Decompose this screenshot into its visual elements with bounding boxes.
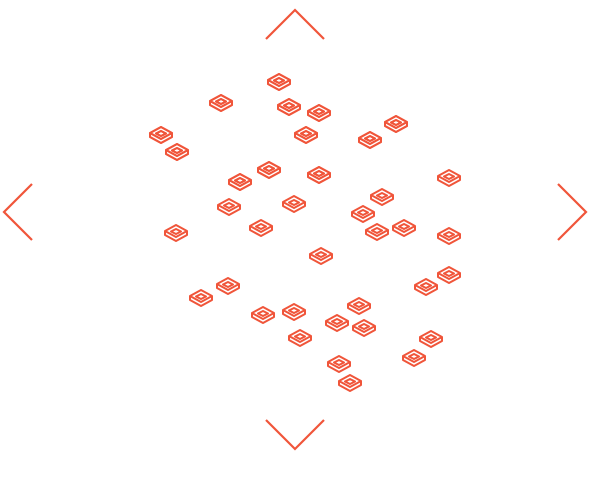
stacked-layers-icon[interactable] — [267, 73, 291, 91]
stacked-layers-icon[interactable] — [149, 126, 173, 144]
stacked-layers-icon[interactable] — [365, 223, 389, 241]
stacked-layers-icon[interactable] — [164, 224, 188, 242]
stacked-layers-icon[interactable] — [437, 266, 461, 284]
stacked-layers-icon[interactable] — [282, 195, 306, 213]
stacked-layers-icon[interactable] — [251, 306, 275, 324]
stacked-layers-icon[interactable] — [414, 278, 438, 296]
stacked-layers-icon[interactable] — [294, 126, 318, 144]
chevron-right-icon[interactable] — [550, 178, 590, 248]
stacked-layers-icon[interactable] — [325, 314, 349, 332]
stacked-layers-icon[interactable] — [437, 169, 461, 187]
stacked-layers-icon[interactable] — [217, 198, 241, 216]
stacked-layers-icon[interactable] — [327, 355, 351, 373]
chevron-up-icon[interactable] — [258, 2, 330, 46]
stacked-layers-icon[interactable] — [288, 329, 312, 347]
stacked-layers-icon[interactable] — [307, 104, 331, 122]
stacked-layers-icon[interactable] — [338, 374, 362, 392]
stacked-layers-icon[interactable] — [282, 303, 306, 321]
stacked-layers-icon[interactable] — [347, 297, 371, 315]
stacked-layers-icon[interactable] — [257, 161, 281, 179]
stacked-layers-icon[interactable] — [307, 166, 331, 184]
stacked-layers-icon[interactable] — [209, 94, 233, 112]
stacked-layers-icon[interactable] — [189, 289, 213, 307]
tile-field — [149, 73, 461, 392]
stacked-layers-icon[interactable] — [384, 115, 408, 133]
stacked-layers-icon[interactable] — [228, 173, 252, 191]
stacked-layers-icon[interactable] — [351, 205, 375, 223]
stacked-layers-icon[interactable] — [277, 98, 301, 116]
stacked-layers-icon[interactable] — [249, 219, 273, 237]
stacked-layers-icon[interactable] — [358, 131, 382, 149]
stacked-layers-icon[interactable] — [437, 227, 461, 245]
chevron-left-icon[interactable] — [0, 178, 40, 248]
stacked-layers-icon[interactable] — [309, 247, 333, 265]
stacked-layers-icon[interactable] — [165, 143, 189, 161]
chevron-down-icon[interactable] — [258, 412, 330, 458]
stacked-layers-icon[interactable] — [370, 188, 394, 206]
stacked-layers-icon[interactable] — [402, 349, 426, 367]
stacked-layers-icon[interactable] — [392, 219, 416, 237]
stacked-layers-icon[interactable] — [352, 319, 376, 337]
stacked-layers-icon[interactable] — [216, 277, 240, 295]
stacked-layers-icon[interactable] — [419, 330, 443, 348]
